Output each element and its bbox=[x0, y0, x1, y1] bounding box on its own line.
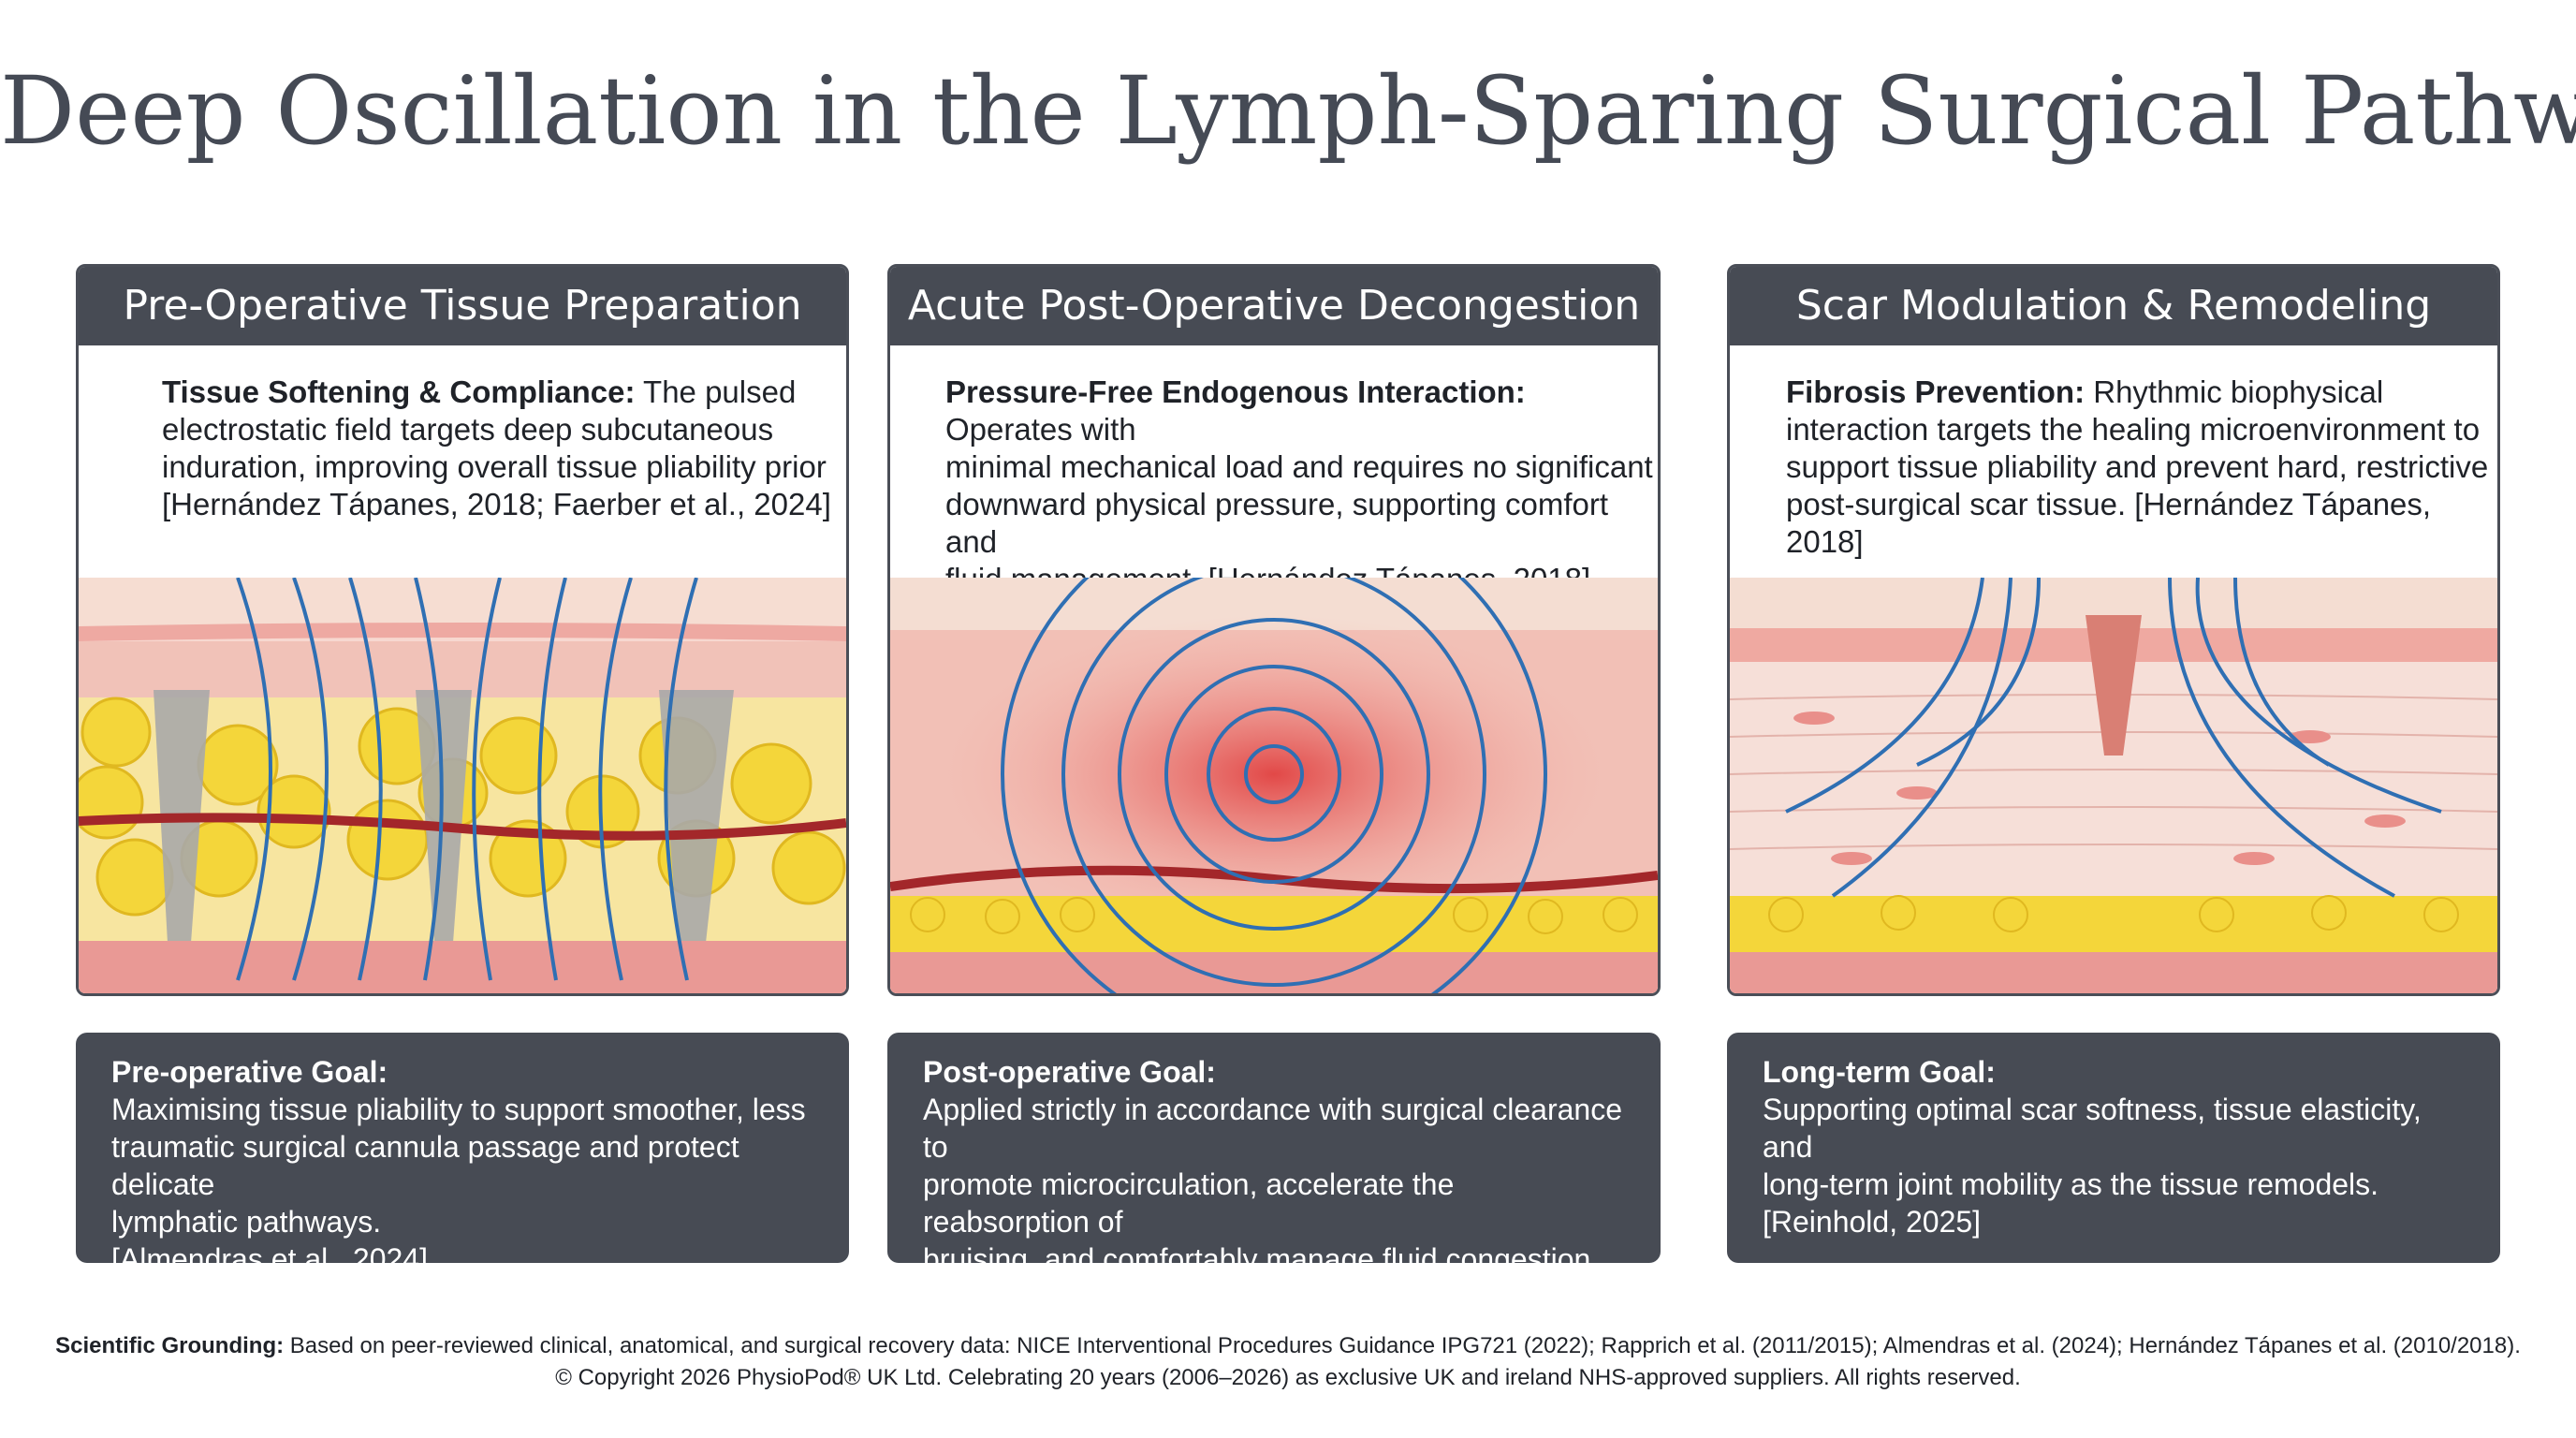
page-title: Deep Oscillation in the Lymph-Sparing Su… bbox=[0, 56, 2576, 166]
goal-box-post-operative: Post-operative Goal: Applied strictly in… bbox=[887, 1033, 1661, 1313]
decongestion-illustration bbox=[890, 578, 1658, 993]
scar-remodeling-illustration bbox=[1730, 578, 2497, 993]
panel-scar-modulation: Scar Modulation & Remodeling Fibrosis Pr… bbox=[1727, 264, 2500, 996]
tissue-preparation-illustration bbox=[79, 578, 846, 993]
panel-description: Pressure-Free Endogenous Interaction: Op… bbox=[945, 374, 1653, 596]
panel-heading: Scar Modulation & Remodeling bbox=[1730, 267, 2497, 345]
panel-description: Fibrosis Prevention: Rhythmic biophysica… bbox=[1786, 374, 2489, 559]
footer-text: Based on peer-reviewed clinical, anatomi… bbox=[284, 1333, 2521, 1358]
panel-description: Tissue Softening & Compliance: The pulse… bbox=[162, 374, 831, 521]
scientific-grounding: Scientific Grounding: Based on peer-revi… bbox=[0, 1333, 2576, 1359]
panel-post-operative: Acute Post-Operative Decongestion Pressu… bbox=[887, 264, 1661, 996]
panel-heading: Acute Post-Operative Decongestion bbox=[890, 267, 1658, 345]
goal-title: Post-operative Goal: bbox=[923, 1055, 1216, 1089]
goal-title: Long-term Goal: bbox=[1763, 1055, 1996, 1089]
goal-title: Pre-operative Goal: bbox=[111, 1055, 388, 1089]
panel-lead: Pressure-Free Endogenous Interaction: bbox=[945, 374, 1526, 409]
goal-box-long-term: Long-term Goal: Supporting optimal scar … bbox=[1727, 1033, 2500, 1263]
copyright-notice: © Copyright 2026 PhysioPod® UK Ltd. Cele… bbox=[555, 1365, 2021, 1390]
footer-label: Scientific Grounding: bbox=[55, 1333, 285, 1358]
panel-pre-operative: Pre-Operative Tissue Preparation Tissue … bbox=[76, 264, 849, 996]
panel-lead: Fibrosis Prevention: bbox=[1786, 374, 2086, 409]
panel-lead: Tissue Softening & Compliance: bbox=[162, 374, 636, 409]
panel-heading: Pre-Operative Tissue Preparation bbox=[79, 267, 846, 345]
goal-box-pre-operative: Pre-operative Goal: Maximising tissue pl… bbox=[76, 1033, 849, 1276]
